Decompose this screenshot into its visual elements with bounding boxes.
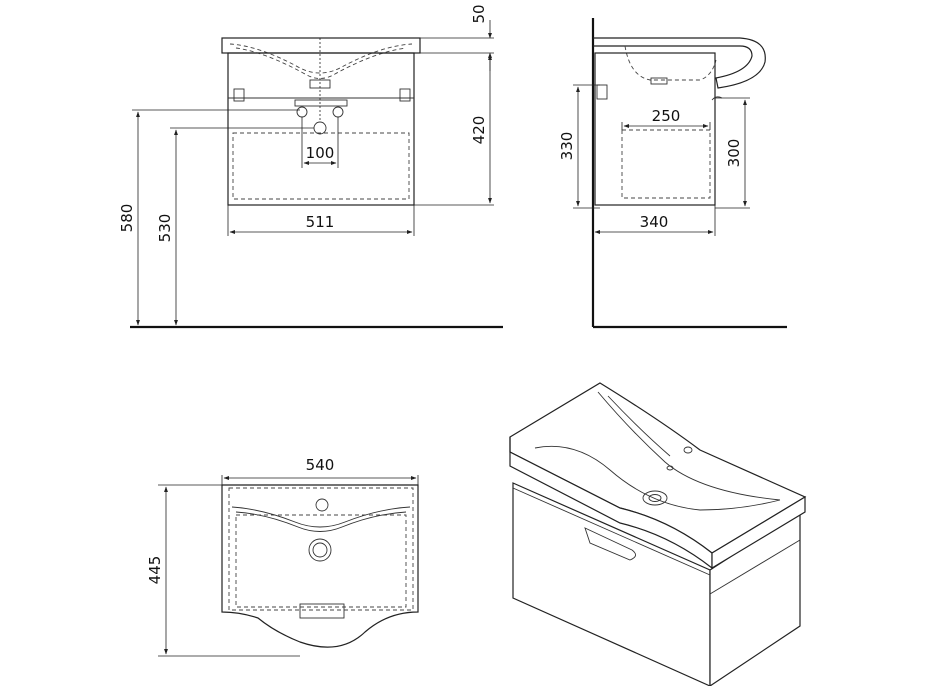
top-drain-outer: [308, 538, 332, 562]
iso-basin-back-line: [607, 395, 671, 457]
dim-cabinet-height: 420: [470, 116, 488, 145]
dim-width: 511: [306, 213, 335, 231]
side-countertop-profile: [593, 37, 766, 89]
iso-countertop-side-edge: [711, 495, 806, 570]
top-basin-rim-inner: [235, 511, 407, 532]
iso-overflow: [666, 465, 674, 471]
front-countertop: [221, 37, 421, 54]
front-basin-curve-inner: [235, 47, 407, 79]
top-drain-inner: [312, 542, 328, 558]
front-drain-left: [296, 106, 308, 118]
front-drawer-inner: [232, 132, 410, 200]
top-siphon-box: [299, 603, 345, 619]
top-outline: [221, 484, 419, 648]
front-basin-curve: [229, 43, 413, 74]
isometric-view: [509, 382, 807, 686]
top-view: 540 445: [146, 456, 419, 657]
iso-drawer-handle: [584, 527, 636, 561]
dim-top-thickness: 50: [470, 4, 488, 23]
side-basin-dashed: [624, 45, 717, 81]
front-bracket-right: [399, 88, 411, 102]
iso-drain-outer: [642, 490, 668, 506]
dim-height-right: 300: [725, 139, 743, 168]
iso-basin-back-curve: [597, 391, 781, 501]
dim-depth: 340: [640, 213, 669, 231]
iso-drawer-side-edge: [709, 539, 801, 595]
side-view: 250 340 330 300: [558, 18, 787, 329]
side-drawer-inner: [621, 129, 711, 199]
iso-drawer-top-edge: [512, 487, 711, 576]
side-handle: [711, 96, 723, 101]
front-siphon-bar: [294, 99, 348, 107]
front-bracket-left: [233, 88, 245, 102]
iso-faucet-hole: [683, 446, 693, 454]
top-basin-rim: [231, 506, 411, 528]
front-drain-right: [332, 106, 344, 118]
front-drain-center: [313, 121, 327, 135]
side-bracket: [596, 84, 608, 100]
top-faucet-hole: [315, 498, 329, 512]
iso-basin-rim: [534, 445, 781, 511]
side-drain: [650, 77, 668, 85]
front-view: 50 420 511 100 580 530: [118, 4, 503, 329]
dim-top-depth: 445: [146, 556, 164, 585]
side-cabinet: [594, 52, 716, 206]
iso-cabinet-front: [512, 482, 711, 686]
top-cabinet-outline: [228, 487, 414, 611]
front-cabinet: [227, 52, 415, 206]
dim-height-drain: 530: [156, 214, 174, 243]
iso-drain-inner: [648, 494, 662, 502]
dim-drain-spacing: 100: [306, 144, 335, 162]
top-inner-outline: [235, 514, 407, 608]
dim-height-total: 580: [118, 204, 136, 233]
dim-top-width: 540: [306, 456, 335, 474]
dim-drawer-depth: 250: [652, 107, 681, 125]
dim-height-left: 330: [558, 132, 576, 161]
